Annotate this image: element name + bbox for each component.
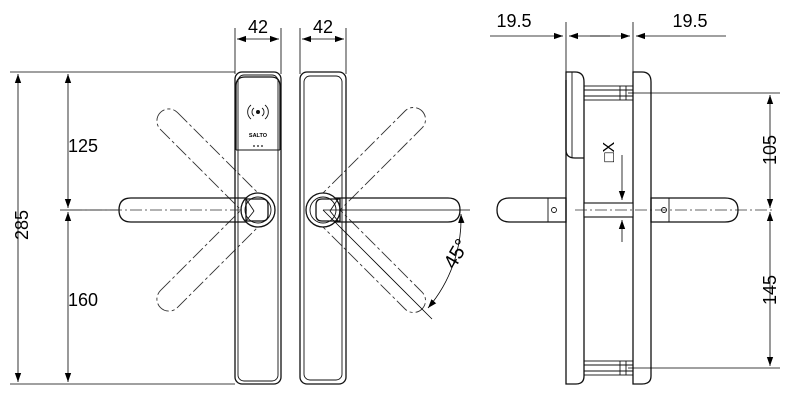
side-lever-back (650, 197, 739, 223)
label-width-back: 42 (313, 17, 333, 37)
dimension-side-upper: 105 (628, 92, 780, 208)
label-rotation-angle: 45° (440, 235, 474, 272)
reader-module (235, 76, 281, 150)
label-width-front: 42 (248, 17, 268, 37)
label-total-height: 285 (12, 210, 32, 240)
dimension-width-back: 42 (299, 17, 347, 74)
dimension-side-lower: 145 (628, 212, 780, 369)
back-view (299, 71, 461, 385)
front-view: SALTO (70, 71, 282, 385)
dimension-side-offset-right: 19.5 (590, 11, 726, 74)
dimension-lower-height: 160 (60, 209, 120, 382)
brand-logo: SALTO (249, 133, 268, 139)
label-side-upper: 105 (760, 135, 780, 165)
label-spindle: □X (601, 142, 618, 163)
front-escutcheon-plate (234, 71, 282, 385)
dimension-total-height: 285 (10, 71, 235, 385)
label-lower-height: 160 (68, 290, 98, 310)
side-front-plate (565, 71, 585, 385)
status-led-dots (253, 145, 263, 147)
dimension-side-offset-left: 19.5 (490, 11, 610, 74)
side-lever-front (496, 197, 567, 223)
label-side-offset-right: 19.5 (672, 11, 707, 31)
through-bolt-bottom (583, 360, 634, 376)
dimension-width-front: 42 (234, 17, 282, 74)
back-escutcheon-plate (299, 71, 347, 385)
dimension-spindle: □X (601, 142, 626, 242)
label-side-lower: 145 (760, 275, 780, 305)
side-reader-body (565, 80, 584, 159)
contactless-icon (247, 104, 269, 120)
dimension-upper-height: 125 (64, 74, 98, 208)
side-view: 19.5 19.5 (490, 11, 780, 385)
label-side-offset-left: 19.5 (496, 11, 531, 31)
side-back-plate (632, 71, 652, 385)
through-bolt-top (583, 85, 634, 101)
label-upper-height: 125 (68, 136, 98, 156)
